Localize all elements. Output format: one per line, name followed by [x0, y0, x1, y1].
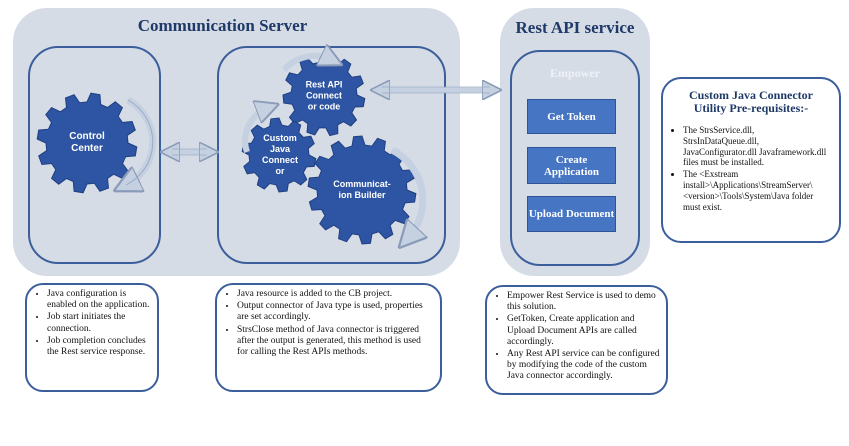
- empower-label: Empower: [550, 66, 600, 80]
- control-center-notes-list: Java configuration is enabled on the app…: [27, 285, 157, 358]
- note-item: Any Rest API service can be configured b…: [507, 349, 660, 383]
- builder-curved-arrow: [390, 146, 423, 238]
- note-item: The StrsService.dll, StrsInDataQueue.dll…: [683, 125, 831, 168]
- custom-java-gear-label: Custom Java Connect or: [262, 133, 298, 176]
- prerequisites-list: The StrsService.dll, StrsInDataQueue.dll…: [663, 121, 839, 212]
- communication-builder-gear-icon: [307, 135, 417, 245]
- note-item: The <Exstream install>\Applications\Stre…: [683, 169, 831, 212]
- empower-notes-list: Empower Rest Service is used to demo thi…: [487, 287, 666, 383]
- java-resource-notes-list: Java resource is added to the CB project…: [217, 285, 440, 358]
- note-item: StrsClose method of Java connector is tr…: [237, 325, 434, 359]
- custom-java-curved-arrow: [242, 108, 268, 153]
- communication-server-title: Communication Server: [137, 16, 308, 35]
- rest-api-gear-label: Rest API Connect or code: [305, 79, 343, 112]
- get-token-button[interactable]: Get Token: [527, 99, 616, 134]
- note-item: Java resource is added to the CB project…: [237, 289, 434, 300]
- note-item: Job completion concludes the Rest servic…: [47, 336, 151, 358]
- prerequisites-box: Custom Java Connector Utility Pre-requis…: [661, 77, 841, 243]
- custom-java-gear-icon: [241, 117, 317, 193]
- rest-api-service-title: Rest API service: [515, 18, 635, 37]
- create-application-button[interactable]: Create Application: [527, 147, 616, 184]
- java-resource-notes: Java resource is added to the CB project…: [215, 283, 442, 392]
- note-item: Empower Rest Service is used to demo thi…: [507, 291, 660, 313]
- upload-document-button[interactable]: Upload Document: [527, 196, 616, 232]
- note-item: Java configuration is enabled on the app…: [47, 289, 151, 311]
- control-center-curved-arrow: [126, 96, 157, 185]
- communication-builder-gear-label: Communicat- ion Builder: [333, 179, 391, 200]
- control-center-gear-label: Control Center: [69, 131, 105, 154]
- note-item: GetToken, Create application and Upload …: [507, 314, 660, 348]
- note-item: Job start initiates the connection.: [47, 312, 151, 334]
- prerequisites-title: Custom Java Connector Utility Pre-requis…: [689, 88, 813, 115]
- note-item: Output connector of Java type is used, p…: [237, 301, 434, 323]
- control-center-notes: Java configuration is enabled on the app…: [25, 283, 159, 392]
- empower-notes: Empower Rest Service is used to demo thi…: [485, 285, 668, 395]
- rest-api-curved-arrow: [281, 56, 332, 73]
